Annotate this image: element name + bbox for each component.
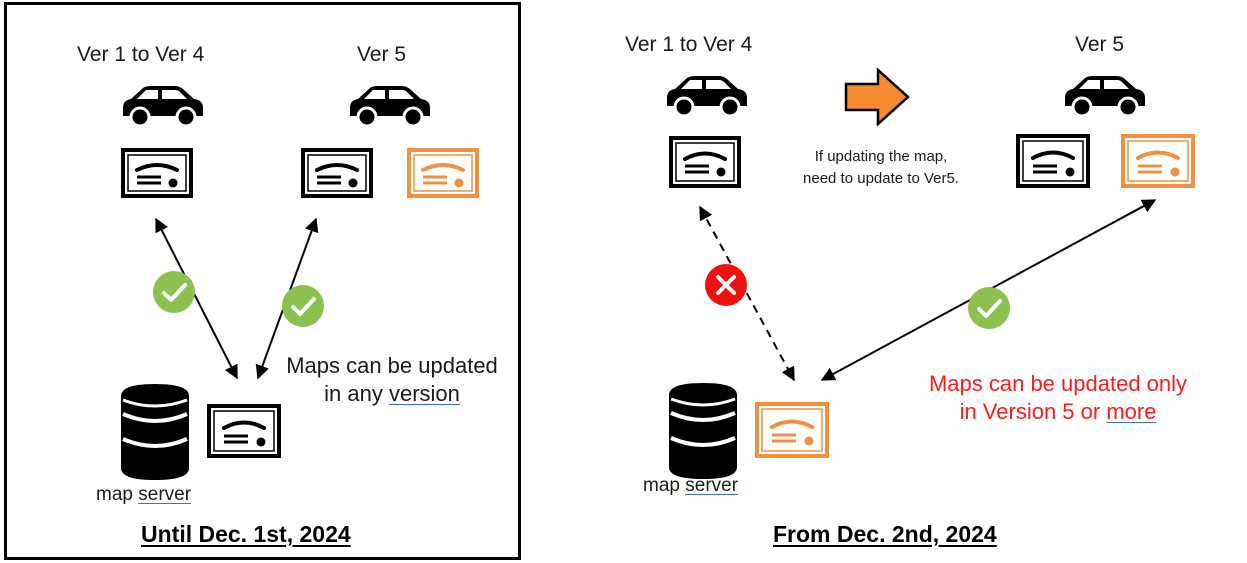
map-data-icon-new	[407, 148, 479, 198]
cross-icon	[705, 264, 747, 306]
version-label-old: Ver 1 to Ver 4	[77, 43, 205, 66]
period-caption: From Dec. 2nd, 2024	[773, 521, 997, 547]
version-label-old: Ver 1 to Ver 4	[625, 33, 753, 56]
version-label-new: Ver 5	[357, 43, 407, 66]
car-icon	[1065, 76, 1145, 118]
car-icon	[667, 76, 747, 118]
period-caption: Until Dec. 1st, 2024	[141, 521, 351, 547]
map-server-label: map server	[96, 485, 191, 504]
car-icon	[350, 86, 430, 128]
map-data-icon	[301, 148, 373, 198]
check-icon	[282, 285, 324, 327]
check-icon	[153, 271, 195, 313]
car-icon	[123, 86, 203, 128]
blocked-sync-arrow	[699, 205, 795, 382]
update-note-line2: need to update to Ver5.	[803, 170, 959, 187]
map-server-label-underlined: server	[685, 475, 739, 496]
update-message-line2-underlined: version	[388, 381, 460, 406]
update-message: Maps can be updated in any version	[270, 352, 514, 408]
update-note-line1: If updating the map,	[814, 148, 948, 165]
update-message-line2-prefix: in any	[324, 381, 389, 406]
restriction-message-line2-underlined: more	[1106, 399, 1157, 424]
map-server-label: map server	[643, 476, 738, 495]
map-data-icon-new	[1121, 134, 1195, 188]
map-data-icon	[669, 136, 741, 188]
map-data-icon	[121, 148, 193, 198]
map-data-icon	[207, 404, 281, 458]
database-icon	[669, 383, 737, 479]
update-message-line1: Maps can be updated	[286, 353, 498, 378]
map-server-label-prefix: map	[96, 484, 139, 505]
map-server-label-underlined: server	[138, 484, 192, 505]
map-data-icon-new	[755, 402, 829, 458]
restriction-message-line1: Maps can be updated only	[928, 371, 1188, 396]
sync-arrow	[155, 217, 238, 380]
version-label-new: Ver 5	[1075, 33, 1125, 56]
restriction-message-line2-prefix: in Version 5 or	[959, 399, 1107, 424]
right-arrow-icon	[844, 67, 910, 127]
update-note: If updating the map, need to update to V…	[771, 146, 991, 190]
restriction-message: Maps can be updated only in Version 5 or…	[903, 370, 1213, 426]
map-server-label-prefix: map	[643, 475, 686, 496]
map-data-icon	[1016, 134, 1090, 188]
check-icon	[968, 287, 1010, 329]
database-icon	[121, 384, 189, 480]
